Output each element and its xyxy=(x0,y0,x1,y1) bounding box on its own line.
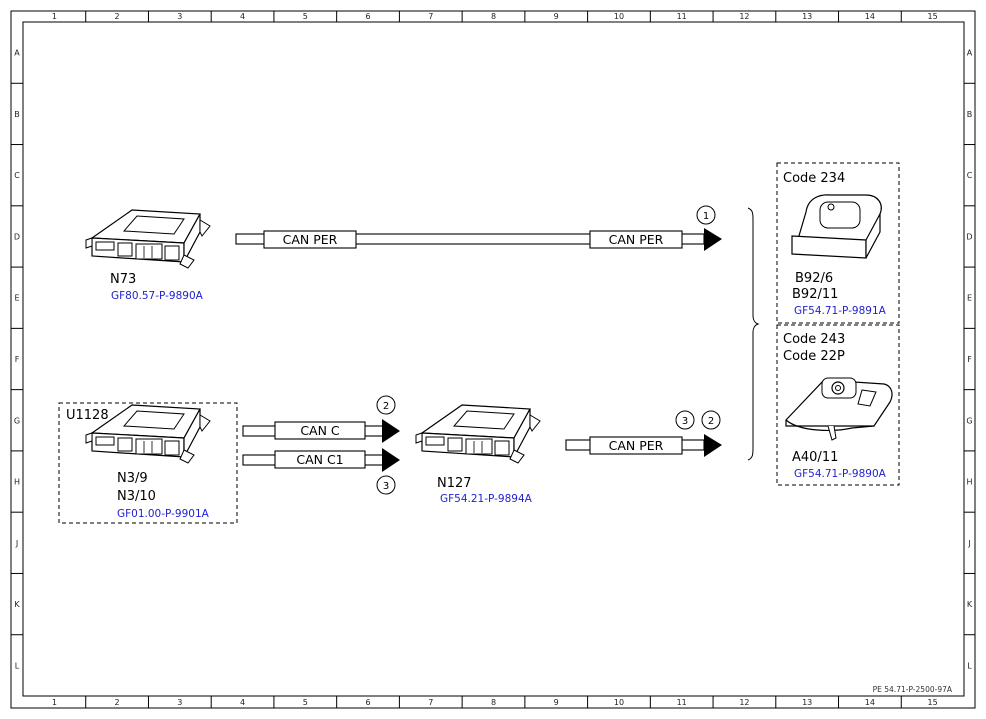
bus-label-top-left: CAN PER xyxy=(283,232,338,247)
marker-top: 1 xyxy=(703,211,709,222)
grid-col-label-top: 10 xyxy=(614,12,624,21)
grid-row-label-right: B xyxy=(967,110,973,119)
u1128-group-box xyxy=(58,402,238,524)
grid-row-label-right: H xyxy=(966,478,972,487)
grid-col-label-top: 5 xyxy=(303,12,308,21)
grid-labels: 1122334455667788991010111112121313141415… xyxy=(14,12,973,707)
n127-ref: GF54.21-P-9894A xyxy=(440,493,533,505)
grid-col-label-top: 15 xyxy=(928,12,938,21)
marker-right-b: 2 xyxy=(708,416,714,427)
grid-row-label-left: B xyxy=(14,110,20,119)
grid-col-label-bottom: 4 xyxy=(240,698,245,707)
grid-row-label-right: F xyxy=(967,355,972,364)
b92-11-label: B92/11 xyxy=(792,287,838,302)
marker-can-c: 2 xyxy=(383,401,389,412)
grid-col-label-top: 13 xyxy=(802,12,812,21)
grid-col-label-bottom: 9 xyxy=(554,698,559,707)
grid-row-label-right: D xyxy=(966,232,972,241)
grid-row-label-left: A xyxy=(14,49,20,58)
grid-row-label-right: E xyxy=(967,294,972,303)
bus-label-top-right: CAN PER xyxy=(609,232,664,247)
grid-row-label-right: G xyxy=(966,416,972,425)
grid-row-label-right: L xyxy=(967,661,972,670)
code-22p-label: Code 22P xyxy=(783,349,845,364)
b92-ref: GF54.71-P-9891A xyxy=(794,305,887,317)
grid-row-label-left: L xyxy=(15,661,20,670)
document-id: PE 54.71-P-2500-97A xyxy=(873,685,953,694)
bus-top-can-per xyxy=(235,228,722,251)
a40-11-label: A40/11 xyxy=(792,450,838,465)
grid-row-label-left: C xyxy=(14,171,20,180)
connection-brace xyxy=(747,207,760,461)
grid-col-label-bottom: 7 xyxy=(428,698,433,707)
n73-ref: GF80.57-P-9890A xyxy=(111,290,204,302)
grid-row-label-left: F xyxy=(15,355,20,364)
a40-camera-icon xyxy=(785,377,893,441)
grid-col-label-bottom: 10 xyxy=(614,698,624,707)
code-234-group-box xyxy=(776,162,900,324)
grid-col-label-top: 9 xyxy=(554,12,559,21)
n127-label: N127 xyxy=(437,476,472,491)
b92-sensor-icon xyxy=(791,194,882,259)
grid-col-label-bottom: 11 xyxy=(677,698,687,707)
grid-col-label-bottom: 5 xyxy=(303,698,308,707)
grid-col-label-bottom: 8 xyxy=(491,698,496,707)
n127-module-icon xyxy=(415,404,541,464)
bus-bottom-can-per xyxy=(565,434,722,457)
marker-can-c1: 3 xyxy=(383,481,389,492)
grid-row-label-left: K xyxy=(14,600,20,609)
n73-label: N73 xyxy=(110,272,136,287)
n3-10-label: N3/10 xyxy=(117,489,156,504)
grid-col-label-bottom: 6 xyxy=(365,698,370,707)
code-243-group-box xyxy=(776,324,900,486)
n73-module-icon xyxy=(85,209,211,269)
grid-col-label-bottom: 15 xyxy=(928,698,938,707)
grid-row-label-left: E xyxy=(14,294,19,303)
grid-row-label-left: J xyxy=(15,539,18,548)
grid-col-label-top: 12 xyxy=(739,12,749,21)
grid-row-label-left: G xyxy=(14,416,20,425)
bus-label-bottom-right: CAN PER xyxy=(609,438,664,453)
n3-9-label: N3/9 xyxy=(117,471,148,486)
grid-col-label-bottom: 2 xyxy=(115,698,120,707)
a40-ref: GF54.71-P-9890A xyxy=(794,468,887,480)
u1128-ref: GF01.00-P-9901A xyxy=(117,508,210,520)
b92-6-label: B92/6 xyxy=(795,271,833,286)
bus-can-c1 xyxy=(242,448,400,472)
grid-col-label-top: 6 xyxy=(365,12,370,21)
grid-col-label-bottom: 1 xyxy=(52,698,57,707)
grid-col-label-bottom: 3 xyxy=(177,698,182,707)
grid-frame xyxy=(10,10,976,709)
grid-col-label-top: 1 xyxy=(52,12,57,21)
grid-row-label-left: H xyxy=(14,478,20,487)
grid-row-label-right: A xyxy=(967,49,973,58)
grid-col-label-top: 3 xyxy=(177,12,182,21)
code-243-label: Code 243 xyxy=(783,332,845,347)
grid-row-label-right: C xyxy=(967,171,973,180)
grid-col-label-top: 14 xyxy=(865,12,875,21)
grid-col-label-top: 11 xyxy=(677,12,687,21)
grid-row-label-right: K xyxy=(967,600,973,609)
bus-label-can-c: CAN C xyxy=(300,423,340,438)
u1128-group-label: U1128 xyxy=(66,408,109,423)
marker-right-a: 3 xyxy=(682,416,688,427)
bus-label-can-c1: CAN C1 xyxy=(296,452,343,467)
grid-col-label-bottom: 12 xyxy=(739,698,749,707)
grid-col-label-bottom: 14 xyxy=(865,698,875,707)
grid-col-label-top: 7 xyxy=(428,12,433,21)
code-234-label: Code 234 xyxy=(783,171,845,186)
grid-row-label-right: J xyxy=(967,539,970,548)
grid-col-label-top: 2 xyxy=(115,12,120,21)
grid-row-label-left: D xyxy=(14,232,20,241)
bus-can-c xyxy=(242,419,400,443)
grid-col-label-bottom: 13 xyxy=(802,698,812,707)
grid-col-label-top: 4 xyxy=(240,12,245,21)
grid-col-label-top: 8 xyxy=(491,12,496,21)
